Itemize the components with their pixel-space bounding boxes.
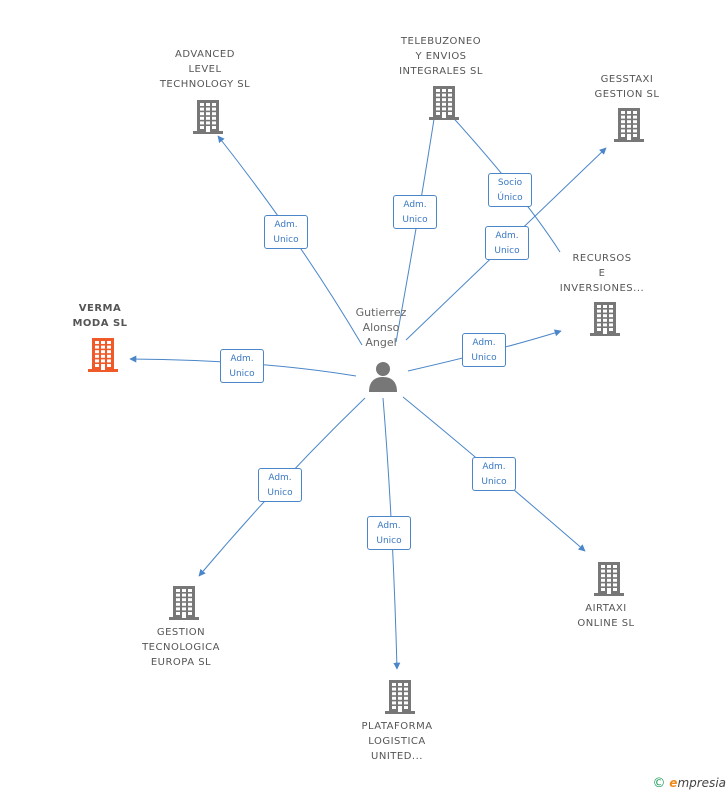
edge-label-gestion[interactable]: Adm. Unico (258, 468, 302, 502)
footer-brand: © empresia (652, 776, 726, 791)
brand-logo-e: e (669, 776, 678, 790)
building-icon-verma[interactable] (88, 338, 118, 372)
building-icon-airtaxi[interactable] (594, 562, 624, 596)
edge-label-verma[interactable]: Adm. Unico (220, 349, 264, 383)
company-label-gestion[interactable]: GESTION TECNOLOGICA EUROPA SL (142, 627, 220, 668)
building-icon-recursos[interactable] (590, 302, 620, 336)
person-icon[interactable] (368, 360, 398, 392)
company-label-advanced[interactable]: ADVANCED LEVEL TECHNOLOGY SL (159, 49, 251, 90)
edge-label-telebuzoneo[interactable]: Adm. Unico (393, 195, 437, 229)
edge-label-telebuzoneo[interactable]: Socio Único (488, 173, 532, 207)
edge-label-recursos[interactable]: Adm. Unico (462, 333, 506, 367)
edge-label-advanced[interactable]: Adm. Unico (264, 215, 308, 249)
company-label-recursos[interactable]: RECURSOS E INVERSIONES... (559, 253, 645, 294)
building-icon-gestion[interactable] (169, 586, 199, 620)
building-icon-plataforma[interactable] (385, 680, 415, 714)
brand-name: mpresia (677, 776, 726, 790)
building-icon-telebuzoneo[interactable] (429, 86, 459, 120)
company-label-plataforma[interactable]: PLATAFORMA LOGISTICA UNITED... (361, 721, 433, 762)
company-label-verma[interactable]: VERMA MODA SL (72, 303, 128, 329)
company-label-airtaxi[interactable]: AIRTAXI ONLINE SL (577, 603, 635, 629)
building-icon-advanced[interactable] (193, 100, 223, 134)
edge-label-plataforma[interactable]: Adm. Unico (367, 516, 411, 550)
company-label-gesstaxi[interactable]: GESSTAXI GESTION SL (594, 74, 660, 100)
edge-label-gesstaxi[interactable]: Adm. Unico (485, 226, 529, 260)
copyright-icon: © (652, 776, 666, 791)
edge-label-airtaxi[interactable]: Adm. Unico (472, 457, 516, 491)
center-person-name: Gutierrez Alonso Angel (355, 306, 407, 349)
building-icon-gesstaxi[interactable] (614, 108, 644, 142)
company-label-telebuzoneo[interactable]: TELEBUZONEO Y ENVIOS INTEGRALES SL (399, 36, 483, 77)
